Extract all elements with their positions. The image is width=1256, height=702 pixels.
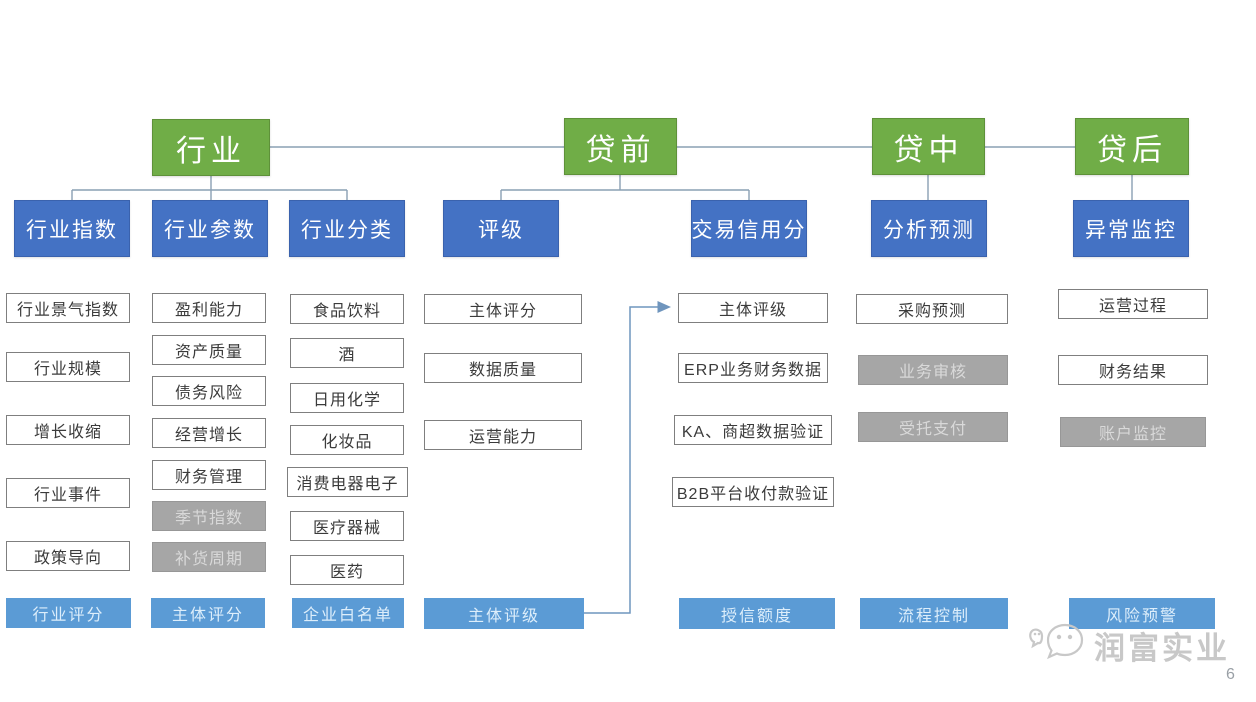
leaf-node: 行业事件 — [6, 478, 130, 508]
category-node: 异常监控 — [1073, 200, 1189, 257]
leaf-node: 补货周期 — [152, 542, 266, 572]
phase-node: 行业 — [152, 119, 270, 176]
leaf-node: 日用化学 — [290, 383, 404, 413]
leaf-node: 受托支付 — [858, 412, 1008, 442]
footer-node: 授信额度 — [679, 598, 835, 629]
leaf-node: 医疗器械 — [290, 511, 404, 541]
leaf-node: 主体评级 — [678, 293, 828, 323]
leaf-node: 增长收缩 — [6, 415, 130, 445]
leaf-node: B2B平台收付款验证 — [672, 477, 834, 507]
leaf-node: KA、商超数据验证 — [674, 415, 832, 445]
leaf-node: 季节指数 — [152, 501, 266, 531]
leaf-node: 消费电器电子 — [287, 467, 408, 497]
leaf-node: 酒 — [290, 338, 404, 368]
footer-node: 主体评分 — [151, 598, 265, 628]
phase-node: 贷后 — [1075, 118, 1189, 175]
leaf-node: 主体评分 — [424, 294, 582, 324]
page-number: 6 — [1226, 666, 1235, 683]
category-node: 行业指数 — [14, 200, 130, 257]
leaf-node: 化妆品 — [290, 425, 404, 455]
leaf-node: 食品饮料 — [290, 294, 404, 324]
leaf-node: 采购预测 — [856, 294, 1008, 324]
phase-node: 贷前 — [564, 118, 677, 175]
footer-node: 流程控制 — [860, 598, 1008, 629]
leaf-node: 运营能力 — [424, 420, 582, 450]
leaf-node: 行业景气指数 — [6, 293, 130, 323]
category-node: 行业分类 — [289, 200, 405, 257]
leaf-node: 业务审核 — [858, 355, 1008, 385]
leaf-node: 账户监控 — [1060, 417, 1206, 447]
leaf-node: 盈利能力 — [152, 293, 266, 323]
wechat-logo-icon — [1029, 623, 1084, 660]
leaf-node: 经营增长 — [152, 418, 266, 448]
footer-node: 风险预警 — [1069, 598, 1215, 629]
category-node: 行业参数 — [152, 200, 268, 257]
leaf-node: 财务管理 — [152, 460, 266, 490]
leaf-node: 数据质量 — [424, 353, 582, 383]
leaf-node: ERP业务财务数据 — [678, 353, 828, 383]
leaf-node: 运营过程 — [1058, 289, 1208, 319]
phase-node: 贷中 — [872, 118, 985, 175]
leaf-node: 资产质量 — [152, 335, 266, 365]
footer-node: 行业评分 — [6, 598, 131, 628]
footer-node: 主体评级 — [424, 598, 584, 629]
category-node: 评级 — [443, 200, 559, 257]
leaf-node: 债务风险 — [152, 376, 266, 406]
leaf-node: 政策导向 — [6, 541, 130, 571]
leaf-node: 财务结果 — [1058, 355, 1208, 385]
category-node: 分析预测 — [871, 200, 987, 257]
leaf-node: 医药 — [290, 555, 404, 585]
watermark: 润富实业 — [1028, 622, 1230, 668]
leaf-node: 行业规模 — [6, 352, 130, 382]
category-node: 交易信用分 — [691, 200, 807, 257]
watermark-text: 润富实业 — [1094, 630, 1230, 666]
footer-node: 企业白名单 — [292, 598, 404, 628]
